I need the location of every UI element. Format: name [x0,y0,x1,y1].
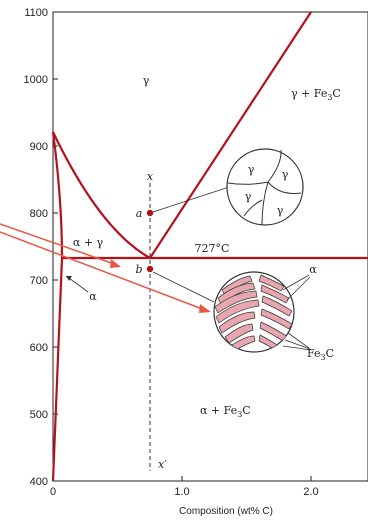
y-axis-tick-labels: 1100 1000 900 800 700 600 500 400 [24,7,48,488]
point-b-leader [152,271,215,303]
acm-boundary [149,11,312,259]
gamma-region-label: γ [143,74,150,87]
alpha-pointer [286,276,311,301]
ferrite-solvus-upper [51,131,64,259]
fe3c-label: Fe3C [307,347,334,362]
point-x-label: x [147,170,154,183]
y-tick-label: 600 [30,342,48,354]
gamma-fe3c-region-label: γ + Fe3C [291,87,341,102]
pearlite-microstructure: α Fe3C [213,263,334,362]
x-tick-label: 2.0 [303,486,318,498]
y-tick-label: 1100 [24,7,48,19]
grain-label: γ [245,190,252,203]
point-b-label: b [135,263,142,276]
alpha-fe3c-region-label: α + Fe3C [200,404,251,419]
y-tick-label: 1000 [24,74,48,86]
alpha-leader-arrowhead [66,276,72,281]
point-x-prime-label: x′ [158,458,167,471]
alpha-gamma-region-label: α + γ [73,236,104,249]
eutectoid-temperature-label: 727°C [195,242,230,255]
y-tick-label: 700 [30,275,48,287]
x-tick-label: 1.0 [174,486,189,498]
fe3c-pointer [282,345,312,351]
austenite-grain-microstructure: γ γ γ γ [226,148,304,226]
x-tick-label: 0 [50,486,56,498]
alpha-region-label: α [89,290,97,303]
y-tick-label: 500 [30,409,48,421]
x-axis [52,476,312,481]
y-tick-label: 400 [30,476,48,488]
point-a-label: a [136,207,143,220]
pointer-arrows [0,223,211,313]
point-a-leader [152,186,230,213]
fe3c-pointer [284,339,311,350]
phase-boundaries [51,11,368,482]
point-a-marker [146,209,154,217]
y-tick-label: 800 [30,208,48,220]
x-axis-label: Composition (wt% C) [179,506,273,517]
x-axis-tick-labels: 0 1.0 2.0 [50,486,319,498]
plot-frame [52,11,368,482]
y-tick-label: 900 [30,141,48,153]
grain-label: γ [282,168,289,181]
grain-label: γ [277,204,284,217]
pearlite-alpha-label: α [309,263,317,276]
ferrite-solvus-lower [51,257,64,482]
fe3c-pointer [287,332,310,349]
a3-boundary [52,131,151,259]
grain-label: γ [248,163,255,176]
alpha-pointer [282,274,310,291]
point-b-marker [146,265,154,273]
